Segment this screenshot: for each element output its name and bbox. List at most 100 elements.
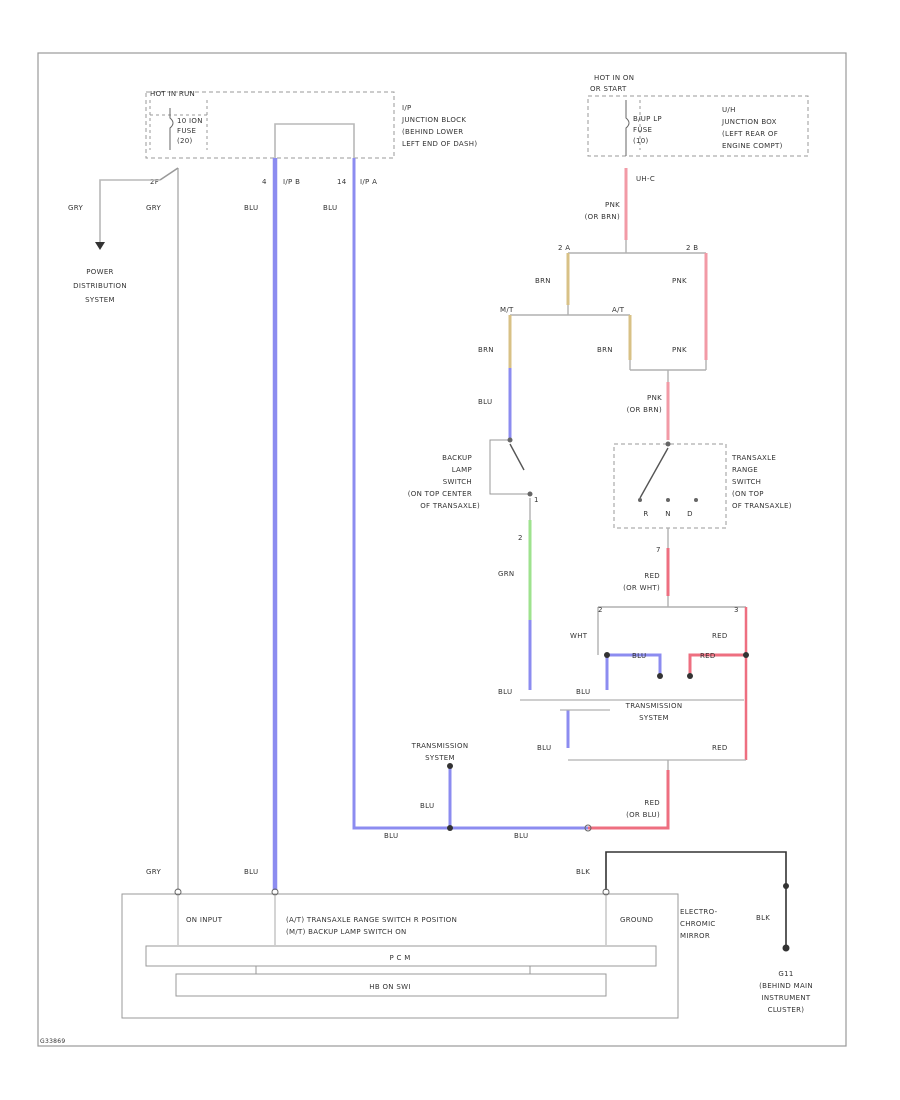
mirror-label-2: CHROMIC — [680, 920, 716, 928]
pin-7-range: 7 — [656, 546, 661, 554]
fuse-right-line-3: (10) — [633, 137, 649, 145]
label-blu-pcm: BLU — [244, 868, 258, 876]
label-wht: WHT — [570, 632, 588, 640]
wire-gry-power — [99, 179, 160, 242]
g11-ground — [782, 944, 790, 952]
fuse-right-header-1: HOT IN ON — [594, 74, 634, 82]
label-pin-2-mid: 2 — [598, 606, 603, 614]
fuse-block-right: HOT IN ON OR START B/UP LP FUSE (10) U/H… — [587, 74, 809, 183]
fuse-block-left-outline — [145, 91, 395, 159]
fuse-right-line-2: FUSE — [633, 126, 652, 134]
label-blk-side: BLK — [756, 914, 770, 922]
g11-label-4: CLUSTER) — [768, 1006, 805, 1014]
pin-4: 4 — [262, 178, 267, 186]
backup-lamp-switch: BACKUP LAMP SWITCH (ON TOP CENTER OF TRA… — [408, 437, 533, 520]
pin-ipa: I/P A — [360, 178, 377, 186]
label-gry-pcm: GRY — [146, 868, 161, 876]
label-blu-run-1: BLU — [384, 832, 398, 840]
label-brn-left: BRN — [478, 346, 494, 354]
wire-red-or-blu — [588, 770, 670, 830]
trans-lower-node — [447, 763, 453, 769]
label-blu-backup: BLU — [478, 398, 492, 406]
backup-switch-body — [489, 439, 530, 495]
range-label-1: TRANSAXLE — [731, 454, 776, 462]
trans-inner-label-1: TRANSMISSION — [625, 702, 683, 710]
label-red-blu-2: (OR BLU) — [626, 811, 660, 819]
wire-ipa-loop — [274, 123, 355, 158]
label-pin-3-right: 3 — [734, 606, 739, 614]
fuse-left-loc-3: (BEHIND LOWER — [402, 128, 463, 136]
label-pnk-upper: PNK — [672, 277, 687, 285]
label-blu-bottom-left: BLU — [498, 688, 512, 696]
label-blu-ipa: BLU — [323, 204, 337, 212]
fuse-right-loc-3: (LEFT REAR OF — [722, 130, 778, 138]
label-blu-inner: BLU — [632, 652, 646, 660]
pcm-on-input: ON INPUT — [186, 916, 223, 924]
fuse-right-line-1: B/UP LP — [633, 115, 662, 123]
fuse-left-line-3: (20) — [177, 137, 193, 145]
label-brn-upper: BRN — [535, 277, 551, 285]
range-label-2: RANGE — [732, 466, 758, 474]
label-red-lower: RED — [712, 744, 728, 752]
fuse-right-loc-4: ENGINE COMPT) — [722, 142, 783, 150]
backup-label-1: BACKUP — [442, 454, 472, 462]
label-blu-run-2: BLU — [514, 832, 528, 840]
fuse-block-left: HOT IN RUN 10 ION FUSE (20) I/P JUNCTION… — [145, 90, 477, 186]
label-pnk-mid: PNK — [672, 346, 687, 354]
label-gry-left: GRY — [68, 204, 83, 212]
pcm-sub-bar — [175, 973, 607, 997]
range-switch-blade — [639, 447, 669, 499]
pcm-sub-bar-label: HB ON SWI — [369, 983, 410, 991]
wire-blu-inner-cross — [607, 653, 662, 676]
label-pnk-top-2: (OR BRN) — [585, 213, 620, 221]
label-red-blu-1: RED — [644, 799, 660, 807]
backup-label-5: OF TRANSAXLE) — [420, 502, 480, 510]
fuse-right-header-2: OR START — [590, 85, 627, 93]
label-pnk-bottom-2: (OR BRN) — [627, 406, 662, 414]
pcm-bar-label: P C M — [389, 954, 410, 962]
pcm-function-1: (A/T) TRANSAXLE RANGE SWITCH R POSITION — [286, 916, 457, 924]
pin-2f: 2F — [150, 178, 159, 186]
fuse-left-loc-1: I/P — [402, 104, 412, 112]
mirror-label-3: MIRROR — [680, 932, 710, 940]
label-grn: GRN — [498, 570, 514, 578]
label-at: A/T — [612, 306, 625, 314]
label-mt: M/T — [500, 306, 514, 314]
pin-2-green: 2 — [518, 534, 523, 542]
range-pos-r: R — [643, 510, 648, 518]
pcm-module: GRY BLU ON INPUT (A/T) TRANSAXLE RANGE S… — [121, 868, 679, 1019]
range-label-3: SWITCH — [732, 478, 761, 486]
label-2a: 2 A — [558, 244, 570, 252]
pin-1-left: 1 — [534, 496, 539, 504]
label-red-wht-2: (OR WHT) — [623, 584, 660, 592]
pcm-ground: GROUND — [620, 916, 653, 924]
pin-ipb: I/P B — [283, 178, 300, 186]
fuse-left-loc-4: LEFT END OF DASH) — [402, 140, 477, 148]
backup-label-3: SWITCH — [443, 478, 472, 486]
label-blu-bottom-mid: BLU — [576, 688, 590, 696]
label-pnk-bottom-1: PNK — [647, 394, 662, 402]
trans-lower-label-1: TRANSMISSION — [411, 742, 469, 750]
label-blu-ipb: BLU — [244, 204, 258, 212]
power-dist-1: POWER — [86, 268, 113, 276]
diagram-frame — [37, 52, 847, 1047]
fuse-left-symbol — [169, 108, 174, 150]
backup-switch-blade — [509, 443, 525, 471]
transaxle-range-switch: R N D TRANSAXLE RANGE SWITCH (ON TOP OF … — [613, 441, 791, 548]
blue-wires — [272, 158, 662, 890]
power-distribution-arrow — [95, 242, 105, 250]
upper-right-wires — [508, 168, 708, 440]
fuse-right-loc-1: U/H — [722, 106, 736, 114]
label-brn-mid: BRN — [597, 346, 613, 354]
pin-14: 14 — [337, 178, 347, 186]
power-dist-3: SYSTEM — [85, 296, 115, 304]
fuse-right-loc-2: JUNCTION BOX — [721, 118, 777, 126]
label-red-wht-1: RED — [644, 572, 660, 580]
power-dist-2: DISTRIBUTION — [73, 282, 127, 290]
range-pos-d: D — [687, 510, 693, 518]
fuse-left-line-1: 10 ION — [177, 117, 203, 125]
g11-label-3: INSTRUMENT — [762, 994, 811, 1002]
label-gry-main: GRY — [146, 204, 161, 212]
wire-blk — [605, 851, 787, 946]
